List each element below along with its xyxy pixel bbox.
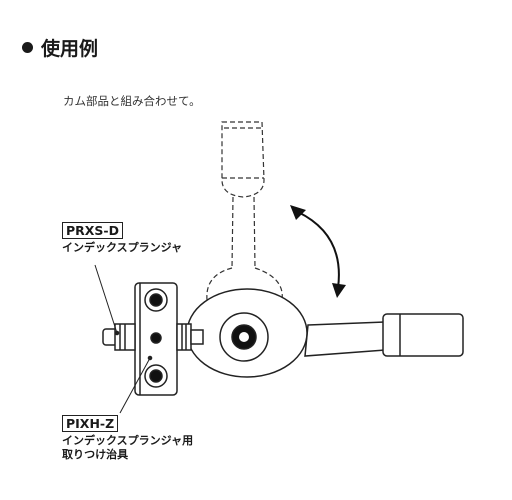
pixh-product-name: インデックスプランジャ用 取りつけ治具: [62, 434, 194, 461]
prxs-product-name: インデックスプランジャ: [62, 241, 183, 254]
leader-lines: [94, 264, 153, 414]
usage-caption: カム部品と組み合わせて。: [63, 94, 201, 108]
pixh-product-code: PIXH-Z: [62, 415, 119, 432]
prxs-product-code: PRXS-D: [62, 222, 123, 239]
section-heading: 使用例: [22, 34, 98, 61]
bullet-icon: [22, 42, 33, 53]
section-title: 使用例: [41, 38, 99, 60]
cam-lever-horizontal: [186, 288, 464, 378]
rotation-arrow-icon: [290, 205, 346, 298]
index-plunger-prxs: [102, 323, 204, 351]
